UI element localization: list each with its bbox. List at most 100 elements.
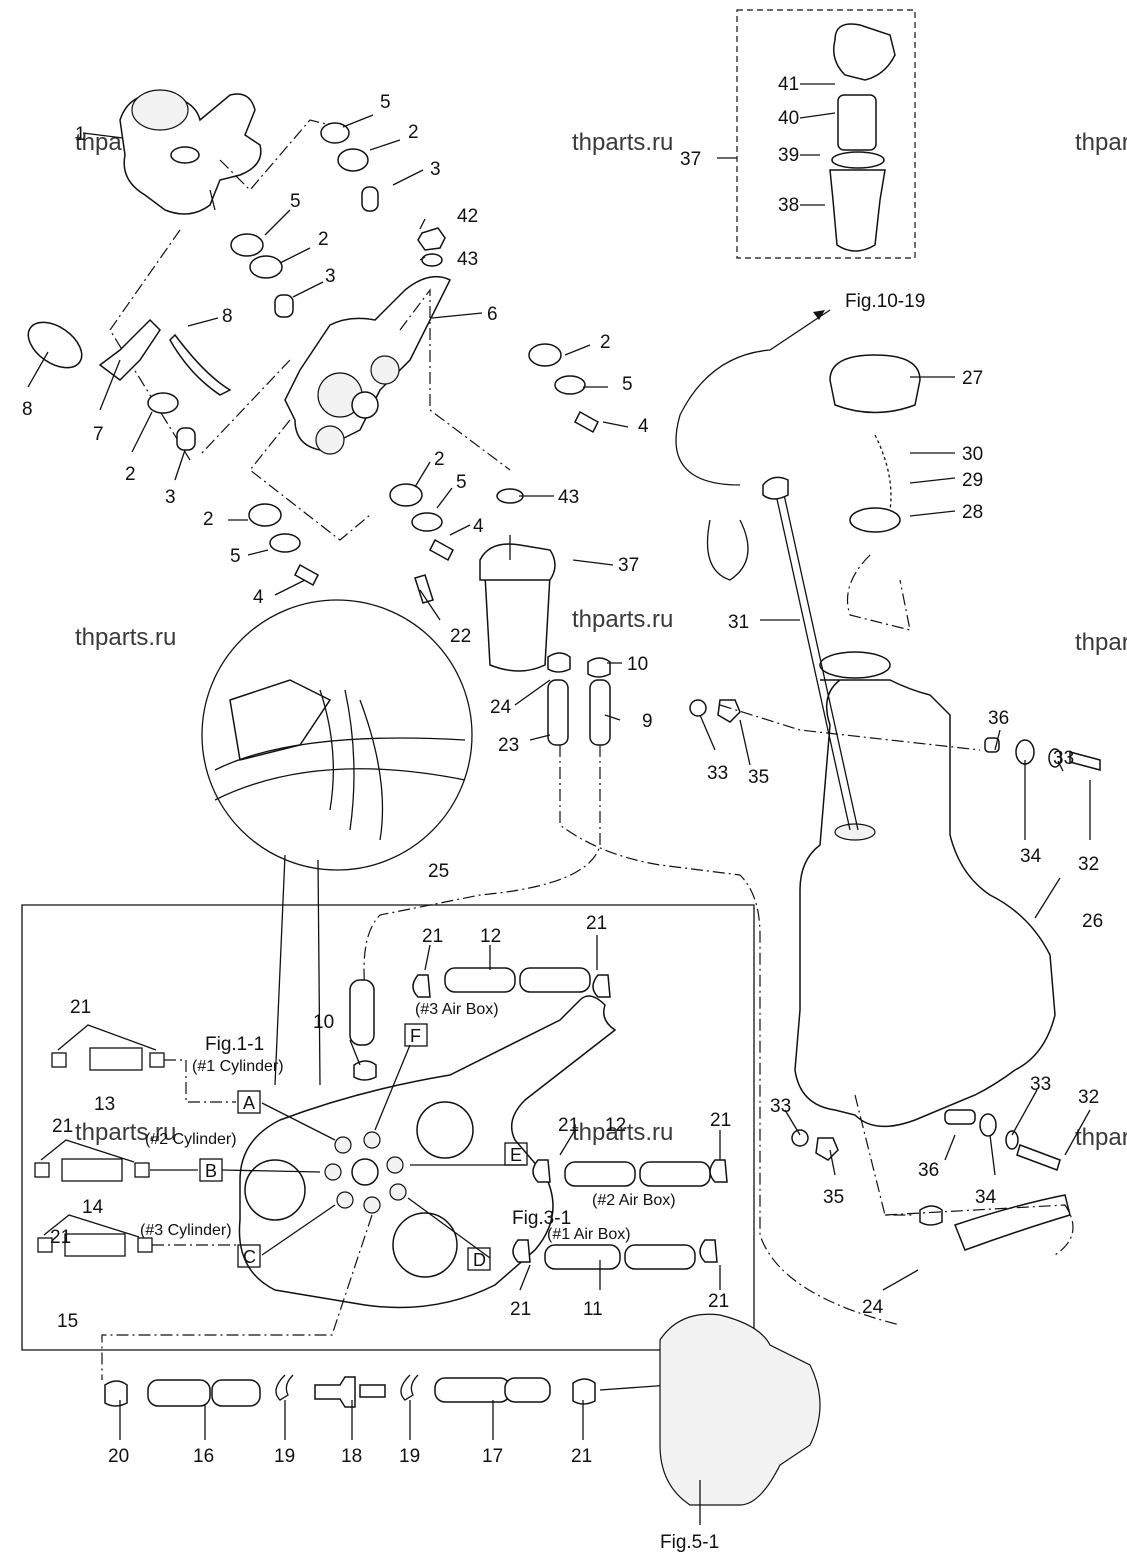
joint [359,1384,386,1398]
clip-symbol [34,1162,50,1178]
port-letter: E [510,1145,522,1165]
level-gauge-head [762,476,789,500]
grommet [389,483,423,507]
callout-3: 3 [430,159,441,180]
callout-37: 37 [618,555,639,576]
cover-boss [244,1159,306,1221]
callout-3: 3 [325,266,336,287]
callout-5: 5 [622,374,633,395]
callout-21: 21 [52,1116,73,1137]
leader-dash [719,704,981,751]
callout-26: 26 [1082,911,1103,932]
filter-head [479,543,556,581]
callout-38: 38 [778,195,799,216]
arrow-head [813,310,825,320]
callout-4: 4 [253,587,264,608]
clip-symbol [134,1162,150,1178]
grommet [979,1113,997,1137]
washer [269,533,301,553]
callout-32: 32 [1078,1087,1099,1108]
grommet [147,392,179,414]
oil-pump-assembly [109,89,511,541]
callout-2: 2 [408,122,419,143]
port-box-e [504,1142,528,1166]
callout-21: 21 [510,1299,531,1320]
cover-boss [416,1101,474,1159]
callout-21: 21 [50,1227,71,1248]
detail-hoses [214,737,466,801]
nut [717,699,741,723]
clip-symbol [37,1237,53,1253]
hose [547,679,569,746]
hose [504,1377,551,1403]
clip [532,1159,551,1183]
watermark: thparts.ru [1075,129,1127,156]
washer [1048,748,1062,768]
hose [564,1161,636,1187]
oil-tank [675,309,1101,1256]
detail-circle [201,599,473,1086]
fig-ref-3-1: Fig.3-1 [512,1208,571,1229]
callout-31: 31 [728,612,749,633]
clip-symbol [51,1052,67,1068]
callout-18: 18 [341,1446,362,1467]
figure-references: Fig.10-19 Fig.1-1 Fig.3-1 Fig.5-1 (#1 Cy… [140,291,925,1553]
port [336,1191,354,1209]
hose [349,979,375,1046]
washer [411,512,443,532]
callout-24: 24 [490,697,512,718]
leader [40,1024,157,1238]
watermark: thparts.ru [75,624,176,651]
leader-dash [846,554,911,631]
hose-symbol [61,1158,123,1182]
collar [361,186,379,212]
callout-5: 5 [380,92,391,113]
plug [353,1060,377,1081]
filter-inset [736,9,916,259]
callout-13: 13 [94,1094,115,1115]
pump-port [170,146,200,164]
leader-dash [164,1059,236,1103]
callout-5: 5 [456,472,467,493]
nut [417,227,446,251]
pump-bracket [284,275,452,451]
leader-dash [199,359,291,456]
callout-21: 21 [571,1446,592,1467]
callout-5: 5 [230,546,241,567]
callout-8: 8 [22,399,33,420]
collar [944,1109,976,1125]
grommet [337,148,369,172]
callout-21: 21 [422,926,443,947]
hose [211,1379,261,1407]
clip-symbol [149,1052,165,1068]
callout-34: 34 [1020,846,1042,867]
bolt [294,563,319,587]
callout-21: 21 [708,1291,729,1312]
washer [689,699,707,717]
watermark: thparts.ru [1075,629,1127,656]
callout-12: 12 [480,926,501,947]
callout-33: 33 [1030,1074,1051,1095]
clip [275,1374,294,1401]
tank-port [834,823,876,841]
callout-15: 15 [57,1311,78,1332]
leader [717,83,836,206]
filter-assembly [479,535,611,746]
cover-boss [392,1212,458,1278]
fig-ref-1-1: Fig.1-1 [205,1034,264,1055]
callout-40: 40 [778,108,799,129]
tank-neck [819,651,891,679]
hose [444,967,516,993]
callout-10: 10 [313,1012,334,1033]
clip-symbol [137,1237,153,1253]
watermarks: thparts.ru thparts.ru thparts.ru thparts… [75,129,1127,1151]
filter-element [837,94,877,151]
port [386,1156,404,1174]
port [324,1163,342,1181]
callout-28: 28 [962,502,983,523]
callout-21: 21 [710,1110,731,1131]
hose-symbol [64,1233,126,1257]
pump-cap [131,89,189,131]
clip [512,1239,531,1263]
